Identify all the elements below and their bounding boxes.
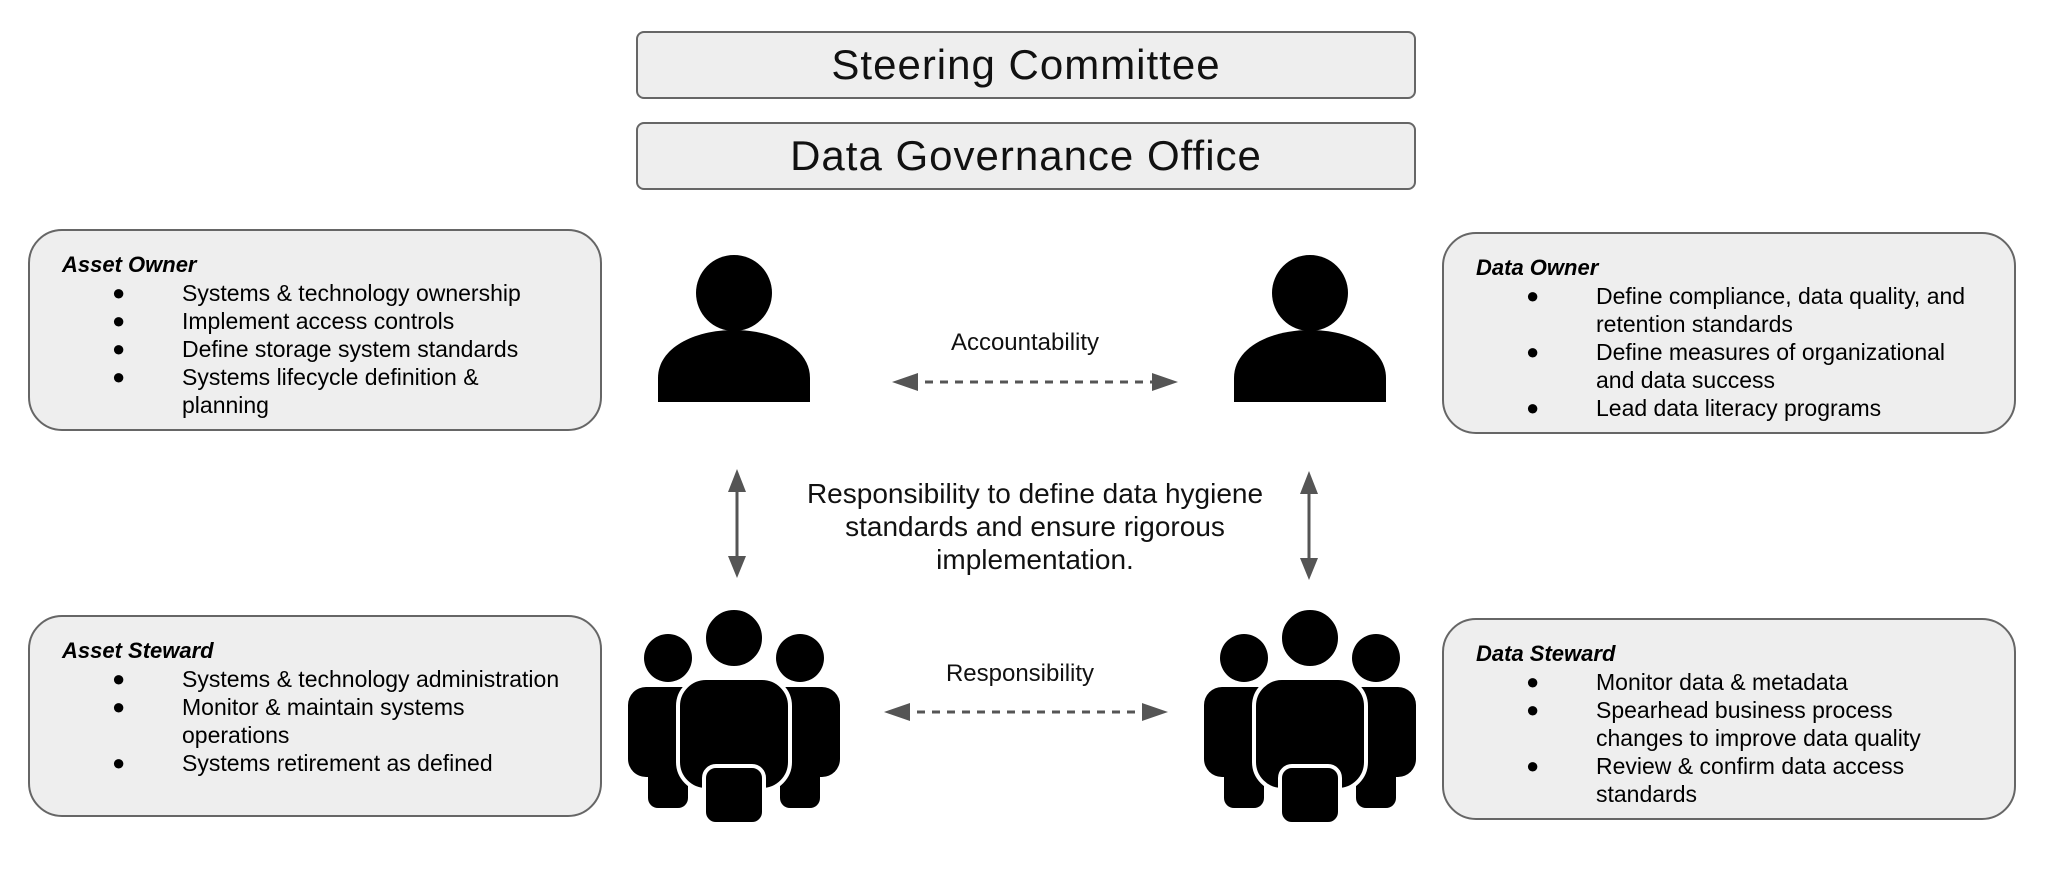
data-vertical-arrow [1300, 471, 1318, 580]
data-owner-title: Data Owner [1476, 255, 1599, 280]
asset-steward-title: Asset Steward [62, 638, 214, 663]
list-item: ●Define compliance, data quality, and re… [1526, 283, 1966, 337]
accountability-arrow [892, 373, 1178, 391]
responsibility-description: Responsibility to define data hygiene st… [806, 478, 1264, 575]
list-item: ●Implement access controls [112, 308, 455, 334]
asset-owner-card: Asset Owner ●Systems & technology owners… [28, 229, 602, 431]
asset-steward-card: Asset Steward ●Systems & technology admi… [28, 615, 602, 817]
list-item: ●Systems retirement as defined [112, 750, 493, 776]
list-item: ●Review & confirm data access standards [1526, 753, 1905, 807]
data-steward-card: Data Steward ●Monitor data & metadata ●S… [1442, 618, 2016, 820]
asset-steward-list: ●Systems & technology administration ●Mo… [62, 665, 570, 777]
data-governance-office-label: Data Governance Office [790, 132, 1262, 179]
list-item: ●Define measures of organizational and d… [1526, 339, 1946, 393]
asset-owner-person-icon [658, 255, 810, 402]
list-item: ●Spearhead business process changes to i… [1526, 697, 1921, 751]
data-steward-title: Data Steward [1476, 641, 1616, 666]
asset-steward-group-icon [628, 606, 840, 826]
asset-owner-list: ●Systems & technology ownership ●Impleme… [62, 279, 570, 419]
list-item: ●Systems & technology ownership [112, 280, 521, 306]
list-item: ●Lead data literacy programs [1526, 395, 1882, 421]
responsibility-label: Responsibility [945, 660, 1095, 687]
asset-owner-title: Asset Owner [62, 252, 197, 277]
accountability-label: Accountability [950, 329, 1100, 356]
data-governance-office-box: Data Governance Office [636, 122, 1416, 190]
list-item: ●Define storage system standards [112, 336, 519, 362]
steering-committee-label: Steering Committee [831, 41, 1221, 88]
list-item: ●Systems & technology administration [112, 666, 560, 692]
list-item: ●Monitor & maintain systems operations [112, 694, 465, 748]
asset-vertical-arrow [728, 469, 746, 578]
data-steward-list: ●Monitor data & metadata ●Spearhead busi… [1476, 668, 1984, 808]
list-item: ●Systems lifecycle definition & planning [112, 364, 479, 418]
steering-committee-box: Steering Committee [636, 31, 1416, 99]
list-item: ●Monitor data & metadata [1526, 669, 1848, 695]
data-steward-group-icon [1204, 606, 1416, 826]
data-owner-list: ●Define compliance, data quality, and re… [1476, 282, 1984, 422]
responsibility-arrow [884, 703, 1168, 721]
data-owner-card: Data Owner ●Define compliance, data qual… [1442, 232, 2016, 434]
data-owner-person-icon [1234, 255, 1386, 402]
